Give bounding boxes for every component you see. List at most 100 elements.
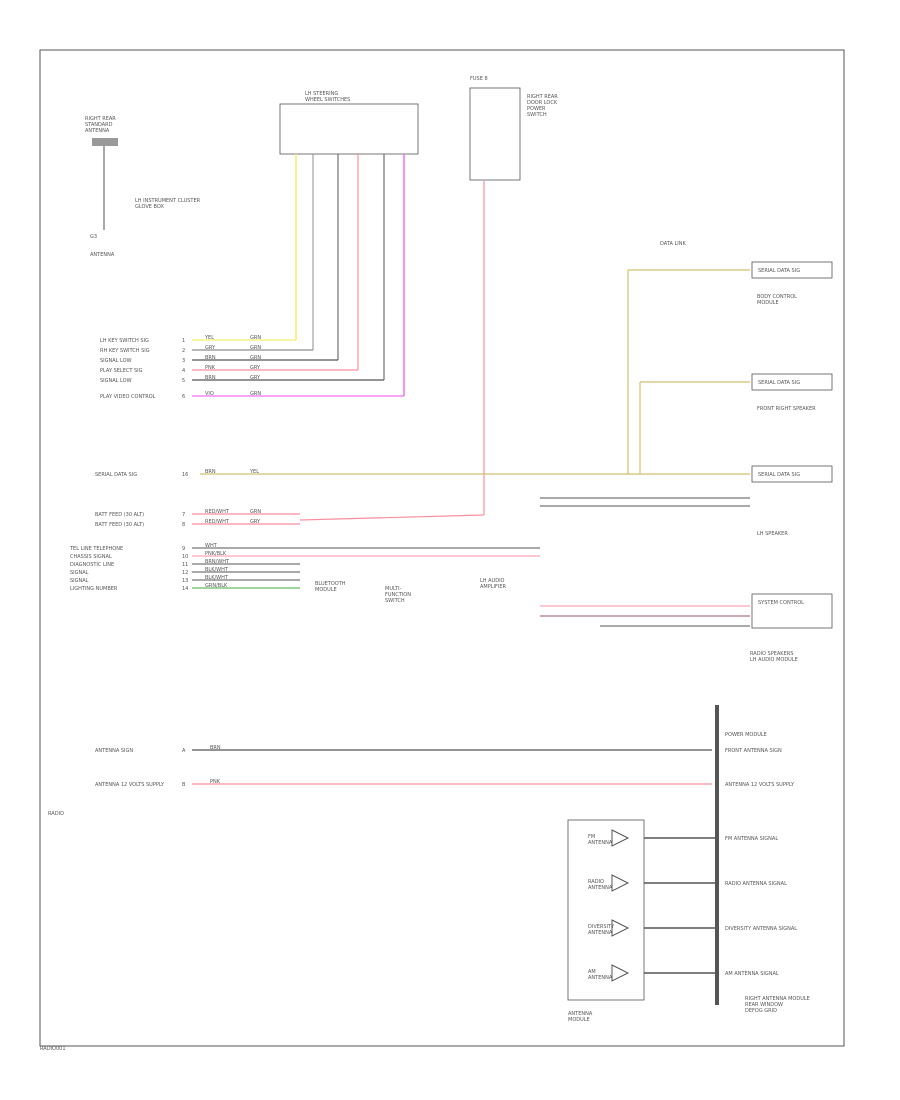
top-right-note-3: LH SPEAKER	[757, 531, 788, 537]
fuse-title: FUSE 8	[470, 76, 488, 82]
right-box-label: SERIAL DATA SIG	[758, 268, 800, 274]
mid-connector-rows: SERIAL DATA SIG 16 BRN YEL BATT FEED (30 ALT…	[95, 469, 300, 528]
row-pin: 8	[182, 522, 185, 528]
row-pin: 16	[182, 472, 188, 478]
row-color2: GRN	[250, 335, 261, 341]
row-color1: RED/WHT	[205, 519, 230, 525]
row-name: ANTENNA 12 VOLTS SUPPLY	[95, 782, 165, 788]
amp-box	[567, 819, 645, 1001]
row-right-label: FRONT ANTENNA SIGN	[725, 748, 782, 754]
row-pin: 2	[182, 348, 185, 354]
switch-box	[279, 103, 419, 155]
row-color2: YEL	[249, 469, 259, 475]
row-color1: RED/WHT	[205, 509, 230, 515]
row-color2: GRY	[250, 519, 261, 525]
amp-row-right: FM ANTENNA SIGNAL	[725, 836, 778, 842]
row-pin: A	[182, 748, 186, 754]
row-pin: 14	[182, 586, 188, 592]
right-box-label: SERIAL DATA SIG	[758, 472, 800, 478]
right-box-label: SERIAL DATA SIG	[758, 380, 800, 386]
row-color2: GRN	[250, 355, 261, 361]
row-color2: GRN	[250, 509, 261, 515]
amp-triangle-icon	[611, 919, 630, 937]
row-color1: YEL	[204, 335, 214, 341]
right-boxes: SERIAL DATA SIG SERIAL DATA SIG SERIAL DAT…	[751, 261, 833, 629]
row-name: RH KEY SWITCH SIG	[100, 348, 150, 354]
row-name: SIGNAL LOW	[100, 378, 132, 384]
top-right-group: DATA LINK	[660, 241, 686, 247]
row-color2: GRN	[250, 391, 261, 397]
row-pin: B	[182, 782, 186, 788]
row-color1: GRN/BLK	[205, 583, 228, 589]
row-name: BATT FEED (30 ALT)	[95, 512, 144, 518]
row-name: PLAY VIDEO CONTROL	[100, 394, 156, 400]
row-color1: BRN	[205, 469, 216, 475]
row-name: SIGNAL LOW	[100, 358, 132, 364]
row-color1: WHT	[205, 543, 218, 549]
row-color1: BRN	[210, 745, 221, 751]
row-color1: BRN	[205, 375, 216, 381]
row-name: BATT FEED (30 ALT)	[95, 522, 144, 528]
row-pin: 12	[182, 570, 188, 576]
amp-triangle-icon	[611, 829, 630, 847]
footer-code: RADIO001	[40, 1046, 66, 1052]
top-right-note-2: FRONT RIGHT SPEAKER	[757, 406, 816, 412]
row-color1: VIO	[205, 391, 214, 397]
row-pin: 6	[182, 394, 185, 400]
row-color1: BRN	[205, 355, 216, 361]
right-box-label: SYSTEM CONTROL	[758, 600, 804, 606]
row-pin: 1	[182, 338, 185, 344]
row-pin: 5	[182, 378, 185, 384]
row-name: LH KEY SWITCH SIG	[100, 338, 149, 344]
row-pin: 4	[182, 368, 185, 374]
row-pin: 10	[182, 554, 188, 560]
row-name: DIAGNOSTIC LINE	[70, 562, 114, 568]
amp-row-right: DIVERSITY ANTENNA SIGNAL	[725, 926, 797, 932]
row-color1: PNK	[205, 365, 216, 371]
row-color1: PNK	[210, 779, 221, 785]
row-name: ANTENNA SIGN	[95, 748, 133, 754]
row-color1: GRY	[205, 345, 216, 351]
row-color2: GRY	[250, 375, 261, 381]
radio-label: RADIO	[48, 811, 64, 817]
right-box	[751, 465, 833, 483]
row-color1: PNK/BLK	[205, 551, 227, 557]
left-connector-rows: LH KEY SWITCH SIG 1 YEL GRN RH KEY SWITCH SI…	[100, 335, 404, 400]
row-pin: 3	[182, 358, 185, 364]
row-name: SERIAL DATA SIG	[95, 472, 137, 478]
row-name: LIGHTING NUMBER	[70, 586, 118, 592]
row-right-label: ANTENNA 12 VOLTS SUPPLY	[725, 782, 795, 788]
row-color2: GRY	[250, 365, 261, 371]
antenna-rows: ANTENNA SIGN A BRN FRONT ANTENNA SIGN ANTENN…	[95, 745, 795, 788]
amp-triangle-icon	[611, 964, 630, 982]
row-pin: 7	[182, 512, 185, 518]
row-name: TEL LINE TELEPHONE	[69, 546, 123, 552]
row-pin: 9	[182, 546, 185, 552]
row-color1: BRN/WHT	[205, 559, 230, 565]
left-antenna-ground: G3	[90, 234, 97, 240]
row-color1: BLK/WHT	[205, 575, 229, 581]
amp-row-right: RADIO ANTENNA SIGNAL	[725, 881, 787, 887]
left-antenna-name: ANTENNA	[90, 252, 115, 258]
amp-triangle-icon	[611, 874, 630, 892]
row-name: CHASSIS SIGNAL	[70, 554, 112, 560]
amp-row-right: AM ANTENNA SIGNAL	[725, 971, 779, 977]
row-name: SIGNAL	[70, 578, 89, 584]
